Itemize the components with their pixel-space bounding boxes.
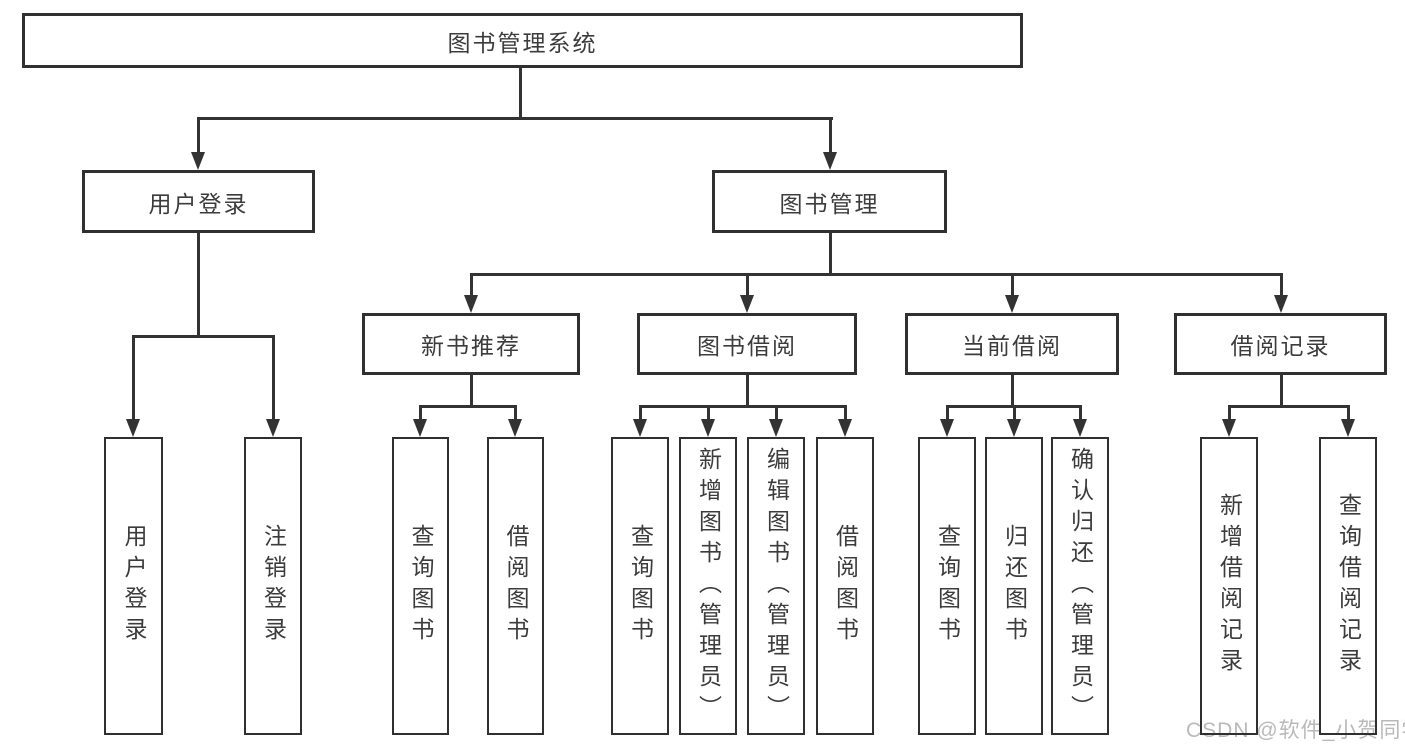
leaf-label: 借阅图书 [832,524,859,648]
connector-stub [639,405,642,421]
connector-stub [470,273,473,297]
leaf-query-borrow-record: 查询借阅记录 [1319,437,1377,735]
arrow-down-icon [701,419,715,437]
node-label: 用户登录 [148,190,249,217]
arrow-down-icon [1007,419,1021,437]
connector-stub [132,335,135,419]
leaf-label: 注销登录 [260,524,287,648]
connector-stub-book-management [829,117,832,153]
leaf-query-books-borrowing: 查询图书 [611,437,669,735]
arrow-down-icon [508,419,522,437]
connector-stub [946,405,949,421]
leaf-label: 查询图书 [934,524,961,648]
node-label: 图书管理 [779,190,880,217]
arrow-down-icon [740,295,754,313]
connector-split [419,405,517,408]
connector-split [1228,405,1349,408]
arrow-down-icon [769,419,783,437]
connector-stub [1280,273,1283,297]
node-book-management: 图书管理 [712,170,947,233]
leaf-query-books-current: 查询图书 [918,437,976,735]
leaf-label: 查询借阅记录 [1335,493,1362,679]
arrow-down-icon [126,419,140,437]
connector-stub [1013,405,1016,421]
leaf-borrow-books-borrowing: 借阅图书 [816,437,874,735]
connector-drop [470,375,473,407]
arrow-down-icon [1222,419,1236,437]
connector-stub [775,405,778,421]
leaf-label: 新增借阅记录 [1216,493,1243,679]
arrow-down-icon [1341,419,1355,437]
arrow-down-icon [940,419,954,437]
connector-stub [844,405,847,421]
leaf-label: 借阅图书 [503,524,529,648]
leaf-label: 归还图书 [1001,524,1028,648]
connector-user-login-split [132,335,274,338]
csdn-watermark: CSDN @软件_小贺同学 [1186,719,1405,742]
node-book-borrowing: 图书借阅 [637,313,857,375]
leaf-borrow-books-recommend: 借阅图书 [487,437,544,735]
leaf-label: 查询图书 [627,524,654,648]
connector-stub [1228,405,1231,421]
connector-stub [746,273,749,297]
connector-stub [1079,405,1082,421]
node-borrowing-records: 借阅记录 [1174,313,1387,375]
arrow-down-icon [1274,295,1288,313]
node-user-login: 用户登录 [82,170,315,233]
connector-stub-user-login [197,117,200,153]
connector-stub [1011,273,1014,297]
leaf-confirm-return-admin: 确认归还（管理员） [1051,437,1109,735]
arrow-down-icon [464,295,478,313]
connector-drop [1280,375,1283,407]
node-new-book-recommend: 新书推荐 [362,313,580,375]
connector-stub [707,405,710,421]
leaf-add-borrow-record: 新增借阅记录 [1200,437,1258,735]
leaf-logout: 注销登录 [244,437,302,735]
leaf-label: 确认归还（管理员） [1067,446,1094,726]
connector-drop [1011,375,1014,407]
leaf-query-books-recommend: 查询图书 [392,437,449,735]
arrow-down-icon [191,152,205,170]
node-label: 新书推荐 [421,333,521,359]
node-label: 图书管理系统 [447,29,598,56]
leaf-label: 用户登录 [121,524,147,648]
arrow-down-icon [413,419,427,437]
arrow-down-icon [1005,295,1019,313]
connector-root-drop [519,66,522,119]
arrow-down-icon [1073,419,1087,437]
arrow-down-icon [633,419,647,437]
leaf-return-books: 归还图书 [985,437,1043,735]
arrow-down-icon [838,419,852,437]
node-label: 当前借阅 [962,333,1062,359]
connector-split [639,405,847,408]
leaf-edit-books-admin: 编辑图书（管理员） [747,437,805,735]
connector-stub [1347,405,1350,421]
connector-user-login-drop [197,233,200,338]
leaf-label: 新增图书（管理员） [695,446,722,726]
arrow-down-icon [823,152,837,170]
leaf-add-books-admin: 新增图书（管理员） [679,437,737,735]
leaf-label: 查询图书 [408,524,434,648]
connector-stub [272,335,275,419]
leaf-user-login: 用户登录 [104,437,163,735]
arrow-down-icon [266,419,280,437]
connector-drop [746,375,749,407]
connector-book-management-drop [829,233,832,276]
leaf-label: 编辑图书（管理员） [763,446,790,726]
connector-root-split [197,117,833,120]
node-current-borrowing: 当前借阅 [905,313,1119,375]
node-label: 图书借阅 [697,333,797,359]
connector-book-management-split [470,273,1283,276]
node-library-management-system: 图书管理系统 [22,13,1023,68]
connector-stub [514,405,517,421]
connector-stub [419,405,422,421]
node-label: 借阅记录 [1230,333,1331,359]
